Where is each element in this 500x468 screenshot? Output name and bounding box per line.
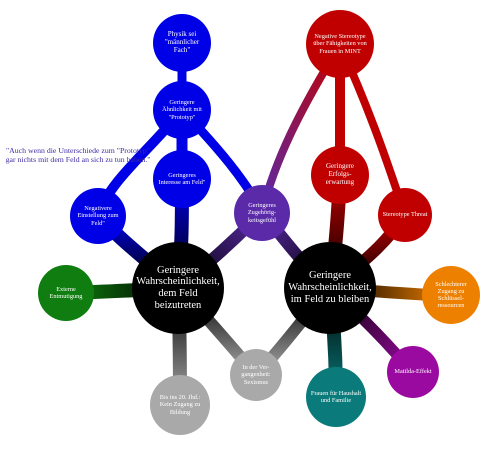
node-entmutigung-label: Externe Entmutigung — [49, 285, 83, 300]
node-sexismus: In der Ver-gangenheit: Sexismus — [230, 349, 282, 401]
node-right-hub-label: Geringere Wahrscheinlichkeit, im Feld zu… — [288, 270, 372, 305]
node-familie-label: Frauen für Haushalt und Familie — [310, 389, 362, 404]
node-bildung: Bis ins 20. Jhd.: Kein Zugang zu Bildung — [150, 375, 210, 435]
node-physik: Physik sei "männlicher Fach" — [153, 14, 211, 72]
node-erfolgserwartung: Geringere Erfolgs-erwartung — [311, 146, 369, 204]
node-entmutigung: Externe Entmutigung — [38, 265, 94, 321]
node-zugehoerigkeit: Geringeres Zugehörig-keitsgefühl — [234, 185, 290, 241]
node-threat-label: Stereotype Threat — [382, 211, 428, 219]
node-prototyp: Geringere Ähnlichkeit mit "Prototyp" — [153, 81, 211, 139]
node-einstellung-label: Negativere Einstellung zum Feld" — [77, 205, 119, 227]
node-left-hub: Geringere Wahrscheinlichkeit, dem Feld b… — [132, 242, 224, 334]
node-threat: Stereotype Threat — [378, 188, 432, 242]
node-einstellung: Negativere Einstellung zum Feld" — [70, 188, 126, 244]
node-sexismus-label: In der Ver-gangenheit: Sexismus — [241, 364, 271, 386]
node-physik-label: Physik sei "männlicher Fach" — [164, 30, 200, 54]
node-matilda: Matilda-Effekt — [387, 346, 439, 398]
node-interesse-label: Geringeres Interesse am Feld" — [158, 171, 206, 186]
node-interesse: Geringeres Interesse am Feld" — [153, 150, 211, 208]
node-erfolgserwartung-label: Geringere Erfolgs-erwartung — [325, 162, 355, 186]
node-zugehoerigkeit-label: Geringeres Zugehörig-keitsgefühl — [247, 202, 277, 224]
node-stereotype-label: Negative Stereotype über Fähigkeiten von… — [313, 33, 367, 55]
node-zugang-label: Schlechterer Zugang zu Schlüssel-ressour… — [435, 280, 467, 310]
node-zugang: Schlechterer Zugang zu Schlüssel-ressour… — [422, 266, 480, 324]
node-left-hub-label: Geringere Wahrscheinlichkeit, dem Feld b… — [136, 264, 220, 311]
node-right-hub: Geringere Wahrscheinlichkeit, im Feld zu… — [284, 242, 376, 334]
node-familie: Frauen für Haushalt und Familie — [306, 367, 366, 427]
quote-annotation: "Auch wenn die Unterschiede zum "Prototy… — [5, 146, 151, 164]
node-bildung-label: Bis ins 20. Jhd.: Kein Zugang zu Bildung — [159, 394, 201, 416]
node-stereotype: Negative Stereotype über Fähigkeiten von… — [306, 10, 374, 78]
node-prototyp-label: Geringere Ähnlichkeit mit "Prototyp" — [162, 99, 202, 121]
node-matilda-label: Matilda-Effekt — [394, 368, 432, 376]
